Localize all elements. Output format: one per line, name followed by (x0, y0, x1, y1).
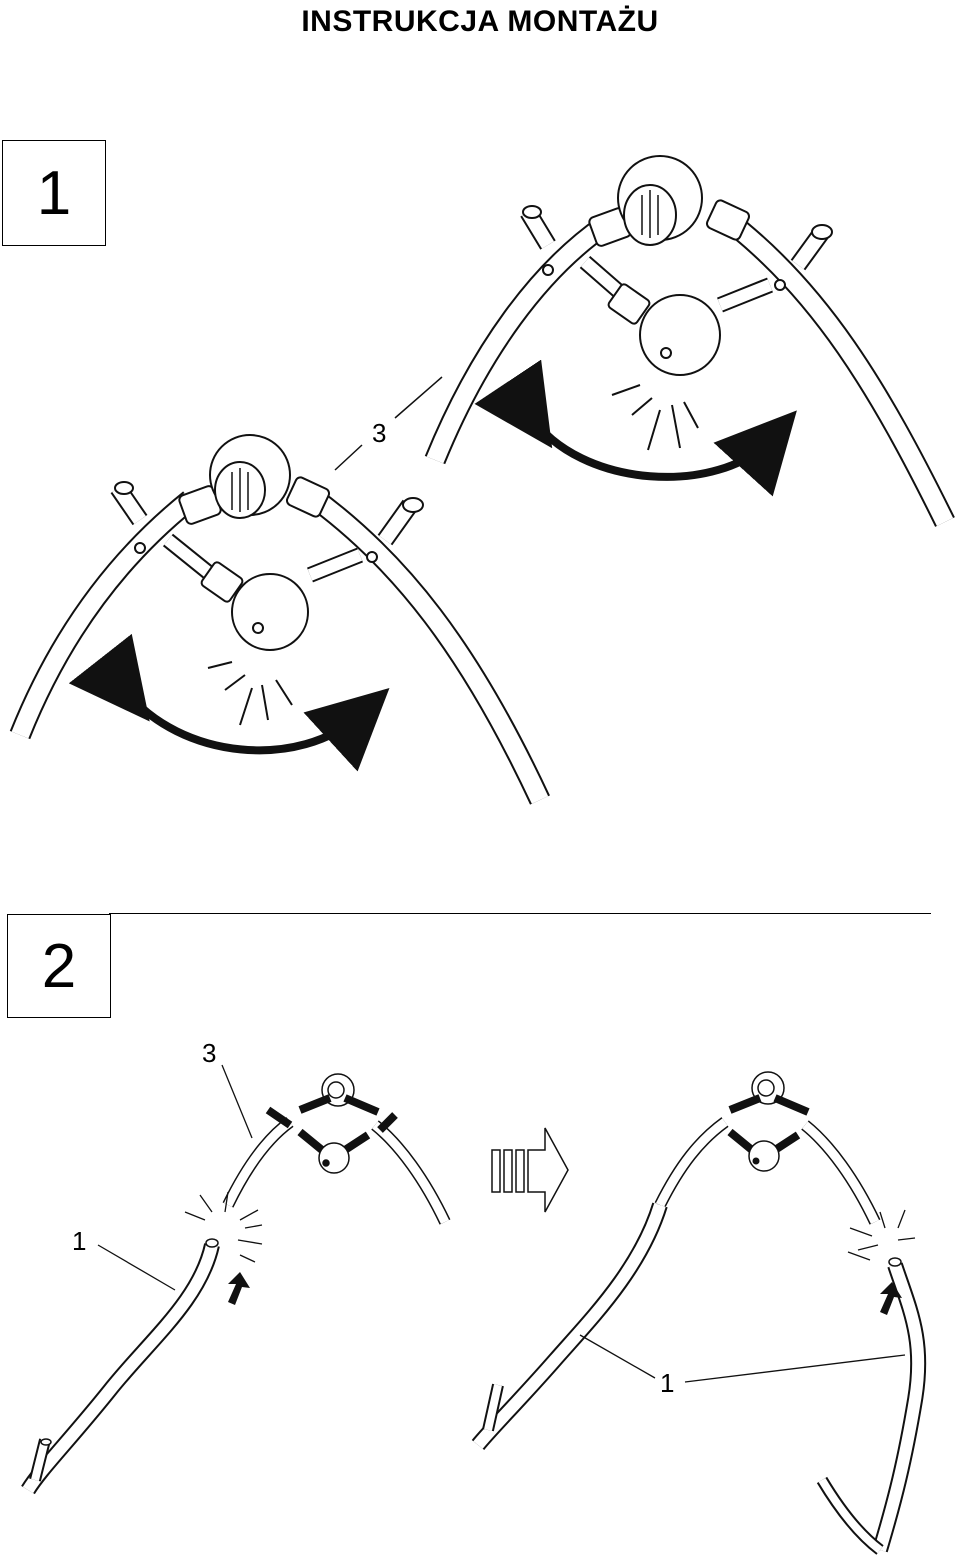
part-1-label-left: 1 (72, 1226, 86, 1256)
part-3-label-step2: 3 (202, 1038, 216, 1068)
assembled-frame (471, 1071, 927, 1555)
rotate-arrow-lower (68, 633, 390, 772)
toy-arch-upper (424, 155, 955, 527)
leader-line-part-1-left (97, 1244, 176, 1291)
part-1-label-right: 1 (660, 1368, 674, 1398)
step-2-divider-line (109, 913, 931, 914)
part-3-label: 3 (372, 418, 386, 448)
step-number: 2 (41, 931, 77, 1001)
page-title: INSTRUKCJA MONTAŻU (301, 5, 659, 38)
insert-arrow-right (880, 1282, 902, 1315)
click-sparkle-right (847, 1209, 916, 1261)
toy-bar-small (222, 1073, 451, 1225)
step-number-box-1: 1 (2, 140, 106, 246)
next-step-arrow-icon (491, 1127, 569, 1213)
step-number-box-2: 2 (7, 914, 111, 1018)
rotate-arrow-upper (474, 359, 797, 497)
step-number: 1 (36, 158, 72, 228)
leg-part-1-left (21, 1238, 220, 1495)
leader-line-part-1-right (579, 1334, 906, 1383)
toy-arch-lower (9, 434, 550, 805)
leader-line-part-3 (334, 376, 443, 471)
insert-arrow-left (228, 1272, 250, 1305)
click-sparkle-left (184, 1191, 263, 1263)
leader-line-part-3-step2 (221, 1064, 253, 1139)
